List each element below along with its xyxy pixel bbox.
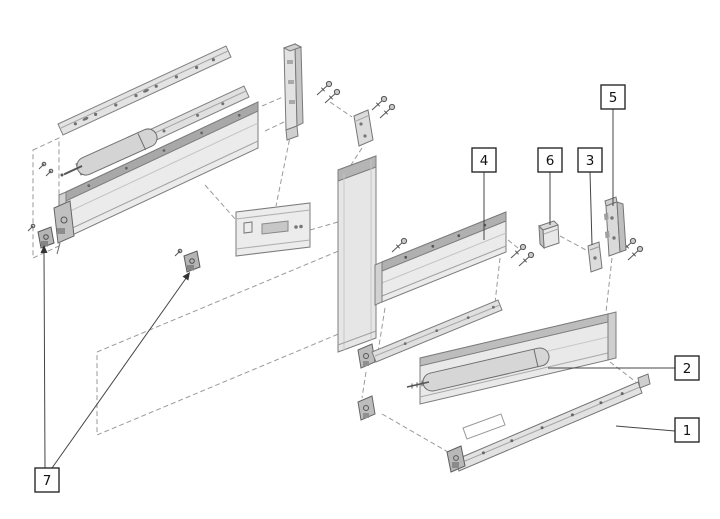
callout-7-label: 7	[43, 473, 52, 489]
center-slide-rail	[371, 299, 503, 363]
front-fixing-bracket-left-panel	[53, 200, 75, 255]
callout-5: 5	[600, 84, 626, 110]
callout-leader-lines	[40, 109, 676, 469]
callout-5-label: 5	[609, 90, 618, 106]
callout-7: 7	[34, 467, 60, 493]
callout-4: 4	[471, 147, 497, 173]
center-back-panel	[235, 202, 311, 257]
part6-adapter-block	[538, 220, 560, 250]
rear-upright-post	[282, 43, 304, 141]
rail-rivet-holes	[73, 58, 215, 126]
part7-front-bracket-left	[27, 223, 55, 249]
callout-4-label: 4	[480, 153, 489, 169]
part1-slide-rail	[446, 373, 651, 473]
damper-cylinder	[60, 128, 158, 177]
part3-fixing-plate	[587, 241, 603, 273]
callout-3: 3	[577, 147, 603, 173]
part5-rear-fixing-bracket	[604, 196, 627, 257]
left-drawer-side-panel	[38, 101, 259, 255]
left-slide-rail-upper	[57, 45, 232, 136]
callout-6-label: 6	[546, 153, 555, 169]
callout-1-label: 1	[683, 423, 692, 439]
small-angle-bracket	[353, 109, 374, 147]
label-plate	[462, 413, 506, 440]
part2-damper-cylinder	[406, 347, 550, 392]
callout-2: 2	[674, 355, 700, 381]
callout-1: 1	[674, 417, 700, 443]
part7-front-bracket-center	[174, 248, 201, 273]
left-mount-screws	[38, 161, 54, 177]
callout-2-label: 2	[683, 361, 692, 377]
front-fixing-bracket-lower	[357, 395, 376, 421]
callout-3-label: 3	[586, 153, 595, 169]
center-drawer-side-band	[337, 155, 377, 353]
callout-6: 6	[537, 147, 563, 173]
rail-front-bracket	[446, 445, 466, 473]
front-fixing-bracket-upper	[357, 343, 376, 369]
left-slide-rail-lower	[60, 85, 250, 177]
part4-drawer-side-panel	[374, 211, 507, 306]
